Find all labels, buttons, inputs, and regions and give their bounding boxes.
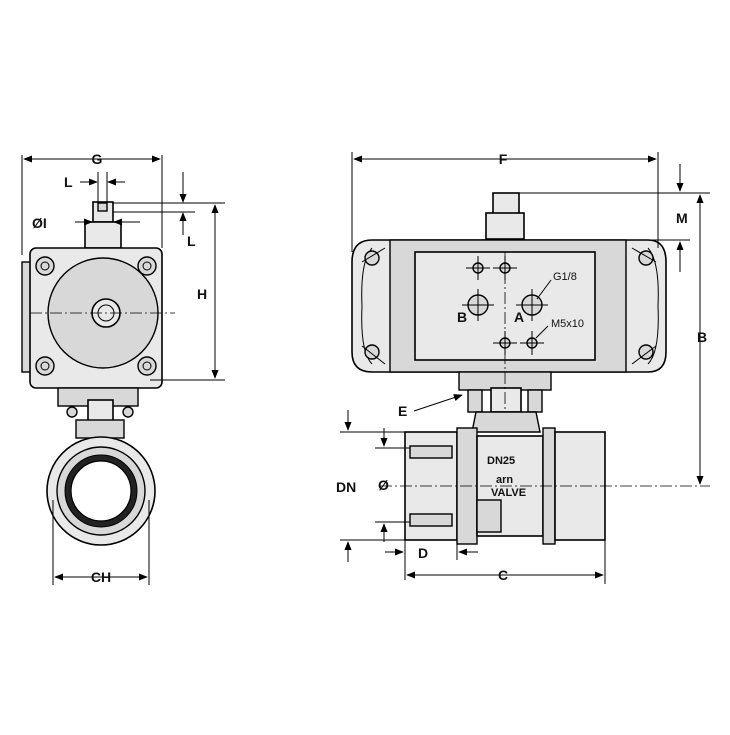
stem-slot <box>97 202 108 212</box>
dim-label-f: F <box>499 151 508 167</box>
valve-neck <box>471 411 541 433</box>
bolt-icon <box>35 356 55 376</box>
bolt-icon <box>137 256 157 276</box>
stem-neck <box>485 212 525 240</box>
dim-label-d: D <box>418 545 428 561</box>
port-label-b: B <box>457 309 467 325</box>
body-mark-brand-sub: VALVE <box>491 487 526 499</box>
bolt-icon <box>35 256 55 276</box>
dim-label-b: B <box>697 329 707 345</box>
valve-neck <box>75 419 125 439</box>
dim-label-ch: CH <box>91 569 111 585</box>
front-view-dimensions: F M B E DN Ø D C <box>336 151 710 584</box>
dim-label-dn: DN <box>336 479 356 495</box>
dim-label-c: C <box>498 567 508 583</box>
dim-label-g: G <box>92 151 103 167</box>
coupling <box>490 387 522 413</box>
stem-top <box>492 192 520 216</box>
dim-label-phi: Ø <box>378 477 389 493</box>
dim-label-phi-i: ØI <box>32 215 47 231</box>
side-view <box>21 201 175 546</box>
side-view-dimensions: G L ØI L H CH <box>21 151 225 585</box>
corner-bolts <box>35 256 157 376</box>
port-label-a: A <box>514 309 524 325</box>
dim-label-l-side: L <box>187 233 196 249</box>
coupling <box>87 399 114 423</box>
stem-neck <box>84 221 122 249</box>
dim-label-e: E <box>398 403 407 419</box>
thread-label-g: G1/8 <box>553 271 577 283</box>
pipe-bore <box>70 460 132 522</box>
body-mark-brand: arn <box>496 474 513 486</box>
dim-label-h: H <box>197 286 207 302</box>
bolt-icon <box>137 356 157 376</box>
dim-label-m: M <box>676 210 688 226</box>
dim-label-l-top: L <box>64 174 73 190</box>
body-mark-size: DN25 <box>487 455 515 467</box>
front-view: B A G1/8 M5x10 DN25 arn VALVE <box>351 192 710 545</box>
thread-label-m: M5x10 <box>551 318 584 330</box>
